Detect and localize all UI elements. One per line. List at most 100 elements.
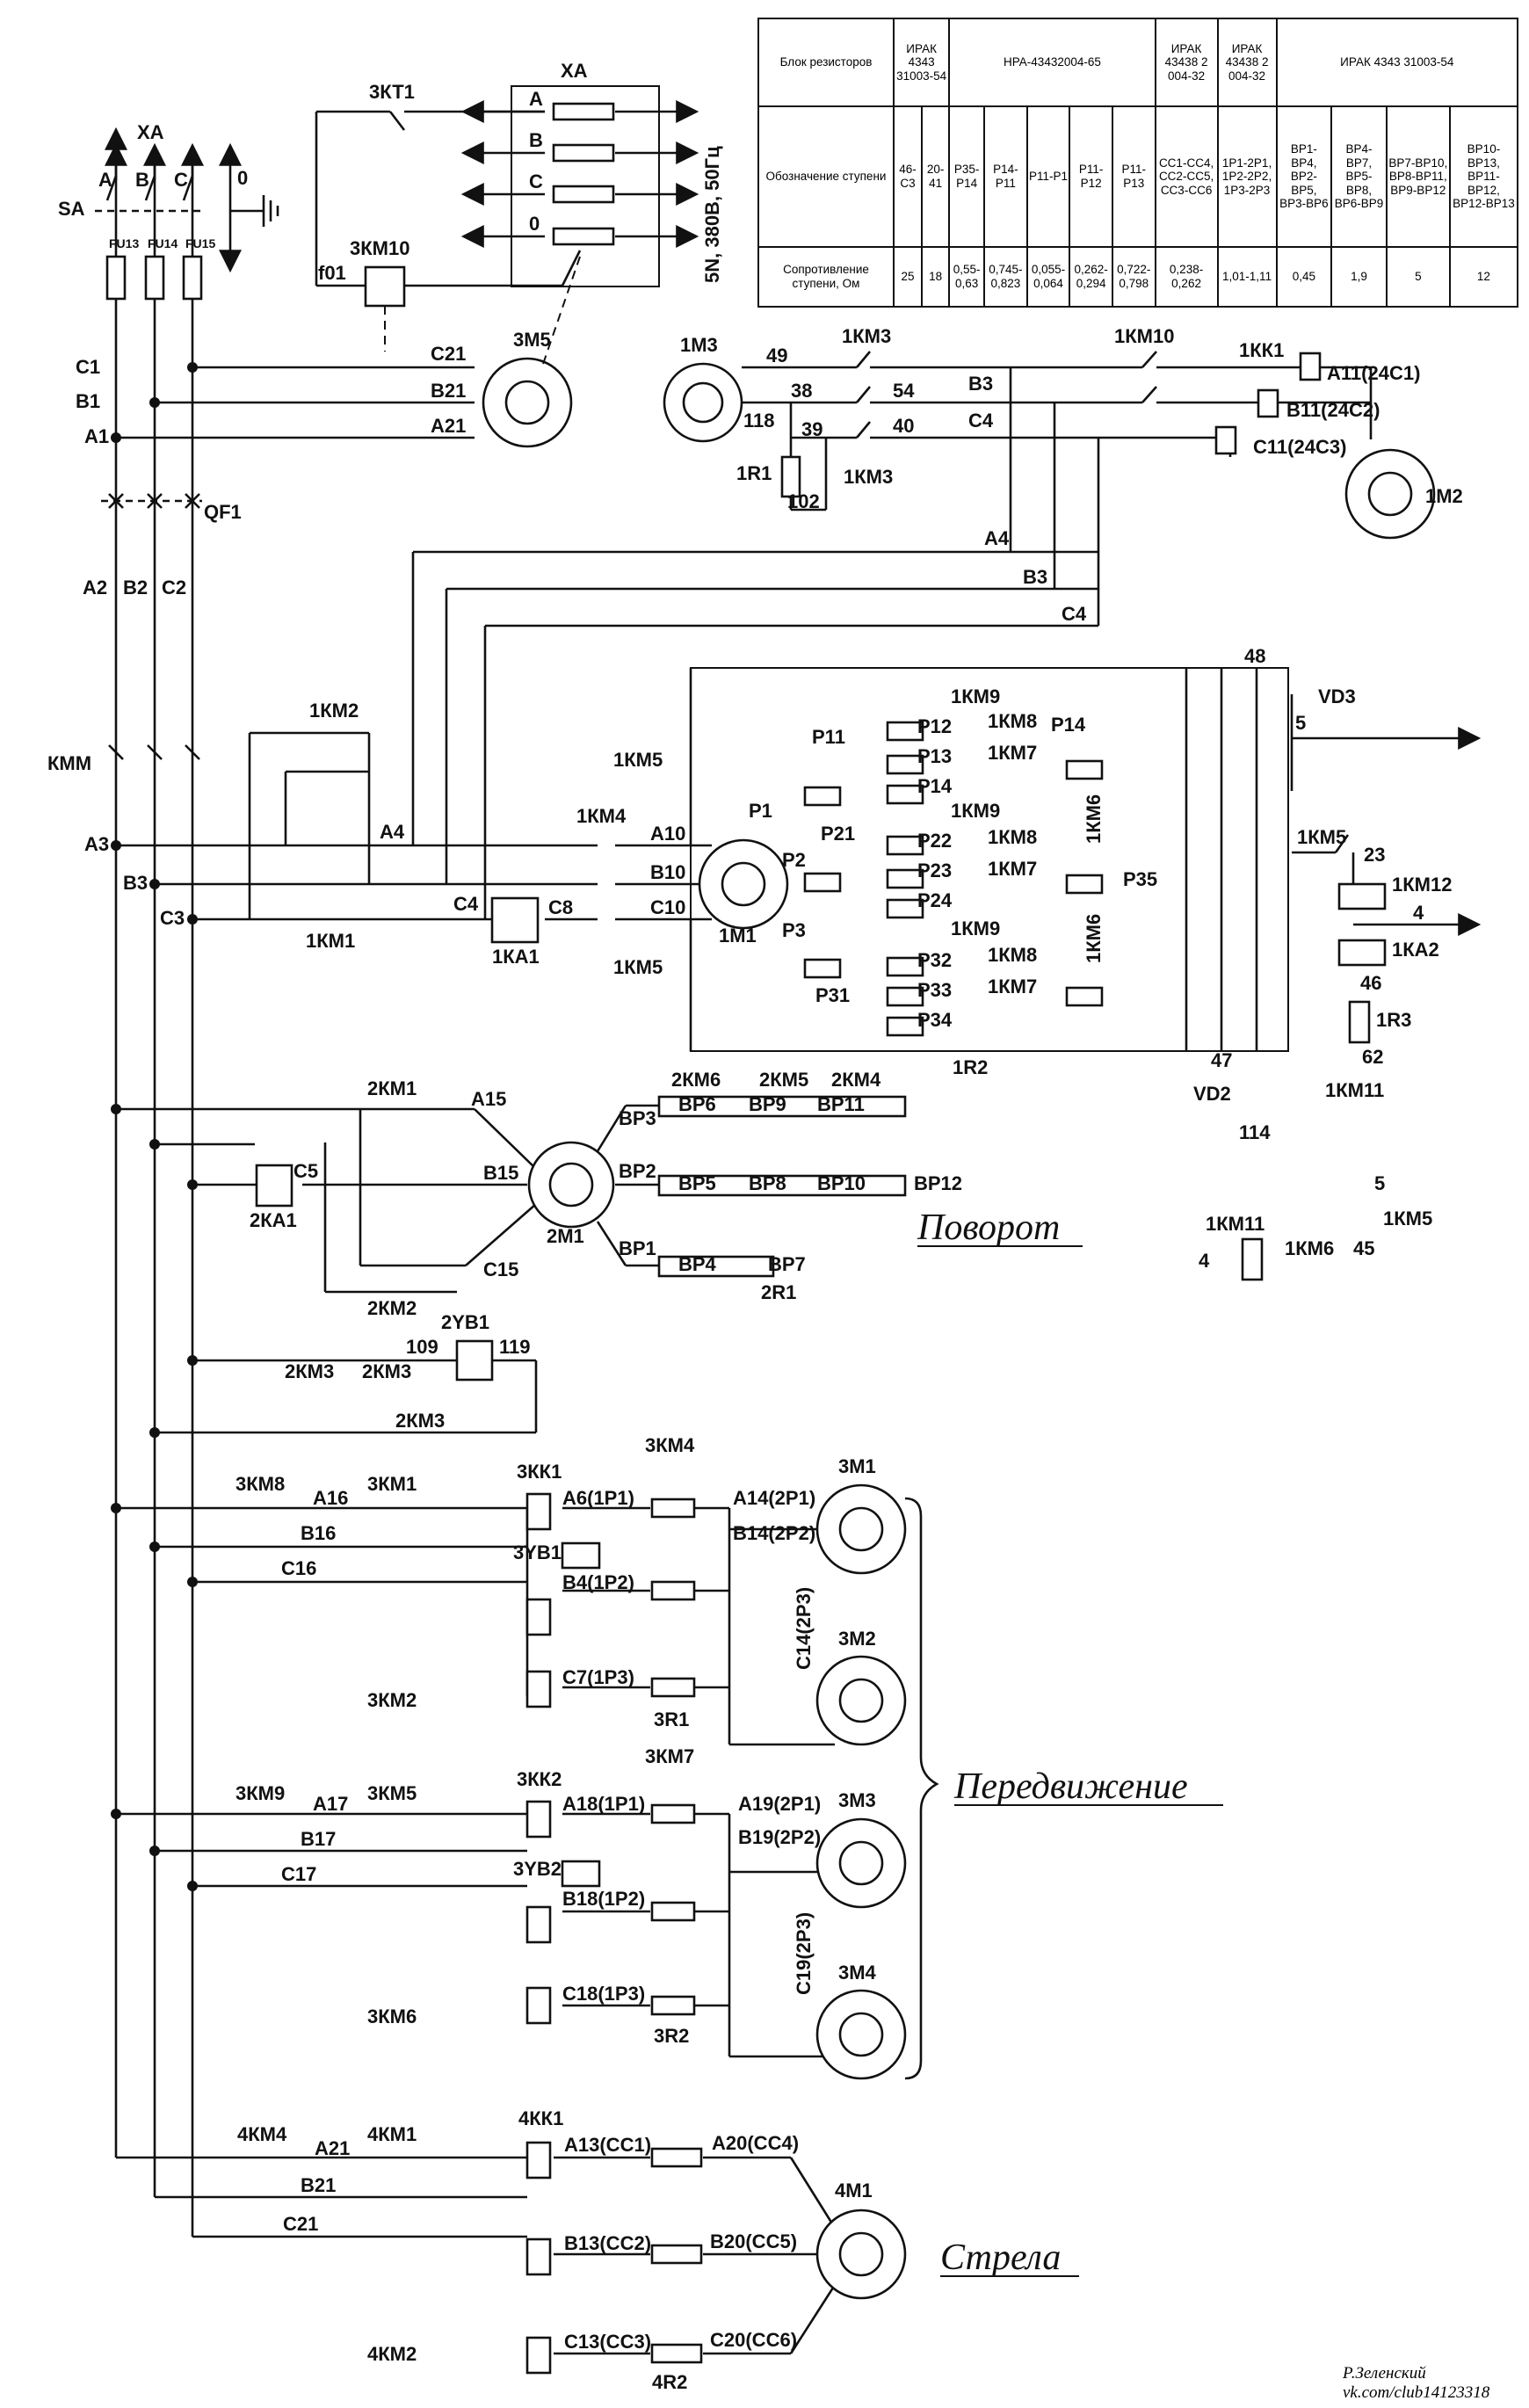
- resistor-1r3: [1348, 1000, 1371, 1044]
- section-turn-title: Поворот: [917, 1208, 1060, 1248]
- table-cell: ИРАК 43438 2 004-32: [1216, 18, 1278, 107]
- label-c13: С13(СС3): [564, 2331, 651, 2353]
- label-r3: 1R3: [1376, 1009, 1411, 1031]
- label-c18: С18(1Р3): [562, 1983, 645, 2005]
- label-km5d: 1КМ5: [1383, 1208, 1432, 1229]
- label-m2: 1М2: [1425, 485, 1463, 507]
- table-cell: 12: [1448, 246, 1519, 308]
- table-cell: 0,055-0,064: [1025, 246, 1071, 308]
- label-m5: 3М5: [513, 329, 551, 351]
- label-km11: 1КМ11: [1325, 1079, 1384, 1101]
- table-cell: ИРАК 4343 31003-54: [1275, 18, 1519, 107]
- label-n118: 118: [743, 410, 775, 432]
- label-b1: В1: [76, 390, 100, 412]
- label-km5b: 1КМ5: [613, 956, 663, 978]
- label-n5b: 5: [1374, 1172, 1385, 1194]
- label-r2: 1R2: [953, 1056, 988, 1078]
- label-c21b: С21: [283, 2213, 318, 2235]
- resistor-1r1: [780, 455, 801, 498]
- label-a1: А1: [84, 425, 109, 447]
- label-p13: Р13: [917, 745, 952, 767]
- label-p35: Р35: [1123, 868, 1157, 890]
- label-c15: С15: [483, 1258, 518, 1280]
- table-cell: ИРАК 4343 31003-54: [892, 18, 951, 107]
- label-a2: А2: [83, 577, 107, 598]
- label-p22: Р22: [917, 830, 952, 852]
- yb1-coil: [455, 1339, 494, 1382]
- motor-1m3-wiring: [742, 351, 1373, 626]
- label-a15: А15: [471, 1088, 506, 1110]
- label-qf1: QF1: [204, 501, 242, 523]
- label-r21: 2R1: [761, 1281, 796, 1303]
- table-cell: 18: [920, 246, 951, 308]
- motor-2m1-rotor: [548, 1162, 594, 1208]
- rectifier-bridge: [1185, 668, 1482, 1051]
- label-c14: С14(2Р3): [793, 1587, 815, 1670]
- label-km5a: 1КМ5: [613, 749, 663, 771]
- label-km7c: 1КМ7: [988, 976, 1037, 997]
- table-cell: Р14-Р11: [983, 105, 1028, 248]
- label-k2a1: 2КА1: [250, 1209, 297, 1231]
- label-r42: 4R2: [652, 2371, 687, 2393]
- label-km9a: 1КМ9: [951, 685, 1000, 707]
- label-pa: А: [529, 88, 543, 110]
- label-yb1: 2YB1: [441, 1311, 489, 1333]
- label-b10: В10: [650, 861, 685, 883]
- label-n49: 49: [766, 345, 787, 366]
- table-cell: Блок резисторов: [757, 18, 895, 107]
- section-travel-title: Передвижение: [953, 1766, 1188, 1807]
- table-cell: 0,722-0,798: [1111, 246, 1156, 308]
- travel-kk1-relays: [525, 1492, 552, 1708]
- table-cell: ВР7-ВР10, ВР8-ВР11, ВР9-ВР12: [1385, 105, 1451, 248]
- fuse-labels: FU13 FU14 FU15: [109, 236, 215, 250]
- km11-coil: [1241, 1237, 1264, 1281]
- travel-brace: [904, 1497, 939, 2080]
- label-km3b: 1КМ3: [844, 466, 893, 488]
- label-km1: 1КМ1: [306, 930, 355, 952]
- label-m21: 2М1: [547, 1225, 584, 1247]
- label-b3: В3: [123, 872, 148, 894]
- label-m31: 3М1: [838, 1455, 876, 1477]
- label-a13: А13(СС1): [564, 2134, 651, 2156]
- ka2-coil: [1337, 939, 1387, 967]
- table-cell: 5: [1385, 246, 1451, 308]
- label-c10: С10: [650, 896, 685, 918]
- table-cell: 1,9: [1330, 246, 1388, 308]
- label-p34: Р34: [917, 1009, 953, 1031]
- label-p21: Р21: [821, 823, 855, 845]
- label-bp4: ВР4: [678, 1253, 717, 1275]
- label-fu15: FU15: [185, 236, 215, 250]
- section-titles: Поворот Передвижение Стрела: [917, 1208, 1223, 2278]
- label-xa: ХА: [137, 121, 164, 143]
- label-n62: 62: [1362, 1046, 1383, 1068]
- label-p14: Р14: [917, 775, 953, 797]
- label-n46: 46: [1360, 972, 1381, 994]
- label-p12: Р12: [917, 715, 952, 737]
- label-km7b: 1КМ7: [988, 858, 1037, 880]
- label-c21: С21: [431, 343, 466, 365]
- label-fu14: FU14: [148, 236, 178, 250]
- label-n109: 109: [406, 1336, 438, 1358]
- label-k2m2: 2КМ2: [367, 1297, 417, 1319]
- table-cell: 25: [893, 246, 923, 308]
- rotor-resistor-1r2: [690, 667, 1289, 1052]
- table-cell: ВР4-ВР7, ВР5-ВР8, ВР6-ВР9: [1330, 105, 1388, 248]
- label-a21: А21: [431, 415, 466, 437]
- label-n119: 119: [499, 1336, 531, 1358]
- travel-resistor-3r2: [650, 1803, 696, 2016]
- table-cell: СС1-СС4, СС2-СС5, СС3-СС6: [1154, 105, 1219, 248]
- motor-3m5-rotor: [504, 380, 550, 425]
- label-b13: В13(СС2): [564, 2232, 651, 2254]
- label-ka2: 1КА2: [1392, 939, 1439, 961]
- label-a11: А11(24С1): [1327, 362, 1420, 384]
- label-k2m1: 2КМ1: [367, 1077, 417, 1099]
- label-m33: 3М3: [838, 1789, 876, 1811]
- signature-link: vk.com/club14123318: [1343, 2383, 1490, 2402]
- travel-wiring-upper: [116, 1506, 835, 1746]
- label-km6b: 1КМ6: [1083, 914, 1105, 963]
- table-cell: 0,262-0,294: [1069, 246, 1113, 308]
- label-zero: 0: [237, 167, 248, 189]
- label-p1: Р1: [749, 800, 772, 822]
- label-km11b: 1КМ11: [1206, 1213, 1265, 1235]
- kk1-thermal-relays: [1214, 352, 1322, 455]
